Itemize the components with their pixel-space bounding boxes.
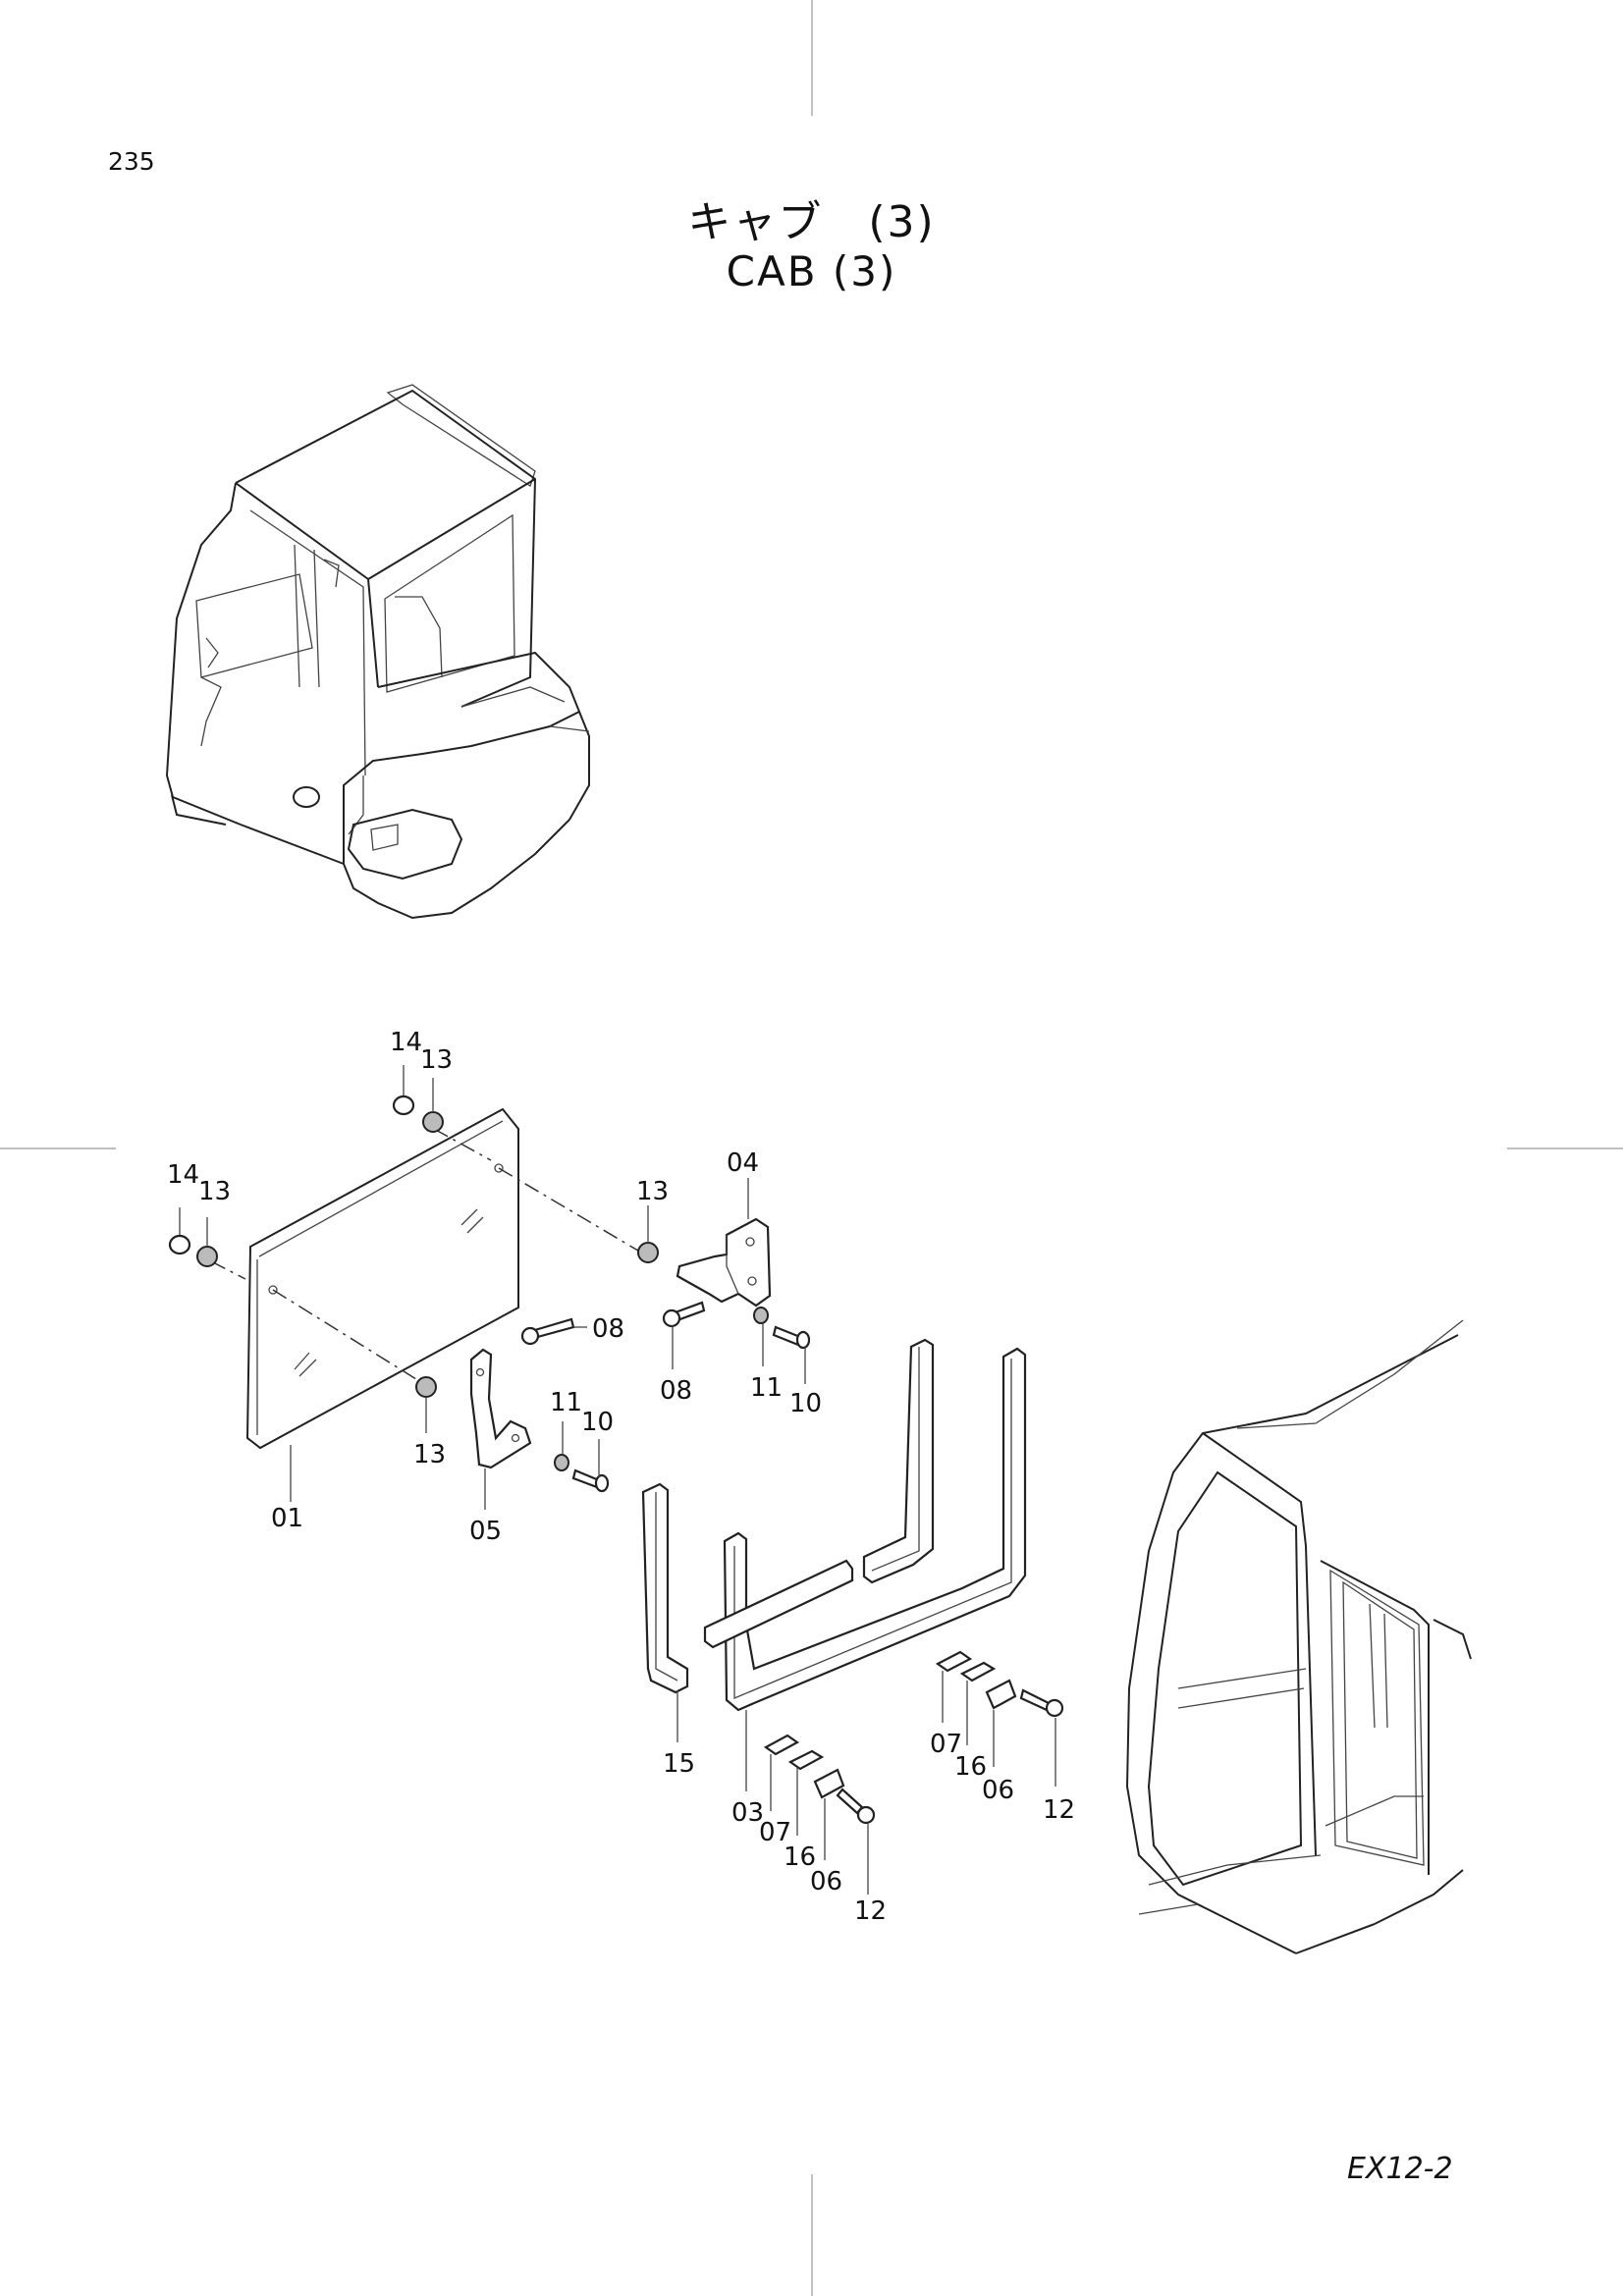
callout-07: 07 xyxy=(930,1730,962,1759)
cab-overview-illustration xyxy=(165,384,590,920)
model-code: EX12-2 xyxy=(1347,2152,1453,2186)
callout-03: 03 xyxy=(731,1798,764,1828)
weather-strips xyxy=(641,1338,1027,1712)
callout-14: 14 xyxy=(390,1028,422,1057)
callout-06: 06 xyxy=(810,1867,842,1896)
callout-11: 11 xyxy=(550,1388,582,1417)
callout-11: 11 xyxy=(750,1373,783,1403)
callout-10: 10 xyxy=(789,1389,822,1418)
page-title-japanese: キャブ (3) xyxy=(687,197,936,247)
callout-14: 14 xyxy=(167,1160,199,1190)
callout-10: 10 xyxy=(581,1408,614,1437)
bracket-05 xyxy=(469,1348,532,1469)
callout-15: 15 xyxy=(663,1749,695,1779)
callout-13: 13 xyxy=(413,1440,446,1469)
fasteners xyxy=(520,1301,1064,1825)
callout-08: 08 xyxy=(660,1376,692,1406)
callout-12: 12 xyxy=(854,1896,887,1926)
callout-06: 06 xyxy=(982,1776,1014,1805)
callout-07: 07 xyxy=(759,1818,791,1847)
callout-05: 05 xyxy=(469,1517,502,1546)
clips xyxy=(763,1650,1017,1799)
callout-16: 16 xyxy=(784,1842,816,1872)
assembly-axis-lines xyxy=(210,1128,649,1385)
bracket-04 xyxy=(676,1217,772,1308)
callout-04: 04 xyxy=(727,1148,759,1178)
page-title-english: CAB (3) xyxy=(726,247,897,295)
page-number: 235 xyxy=(108,147,155,176)
grommets xyxy=(168,1095,659,1398)
callout-13: 13 xyxy=(420,1045,453,1075)
callout-01: 01 xyxy=(271,1504,303,1533)
callout-13: 13 xyxy=(636,1177,669,1206)
leader-lines xyxy=(179,1065,1056,1895)
callout-08: 08 xyxy=(592,1314,624,1344)
cab-body-partial xyxy=(1125,1319,1472,1954)
callout-16: 16 xyxy=(954,1752,987,1782)
callout-12: 12 xyxy=(1043,1795,1075,1825)
callout-numbers: 14 13 14 13 04 13 08 08 11 10 11 10 13 0… xyxy=(167,1028,1075,1926)
callout-13: 13 xyxy=(198,1177,231,1206)
